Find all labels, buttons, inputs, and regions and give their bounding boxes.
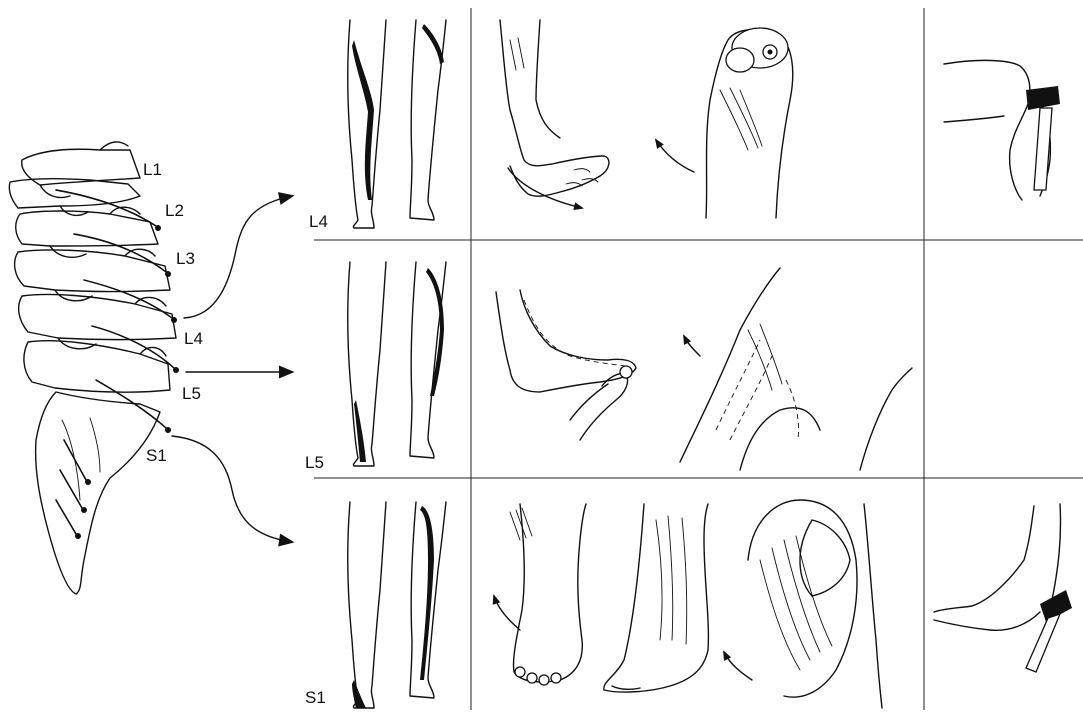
label-l2: L2 xyxy=(165,201,184,220)
dermatome-leg-l5 xyxy=(348,262,446,466)
motor-test-l4 xyxy=(500,20,793,218)
label-l5: L5 xyxy=(182,384,201,403)
label-l4: L4 xyxy=(184,329,203,348)
arrow-s1 xyxy=(172,436,292,542)
row-label-l5: L5 xyxy=(305,453,324,472)
row-label-l4: L4 xyxy=(309,212,328,231)
motor-test-s1 xyxy=(494,500,882,708)
row-label-s1: S1 xyxy=(305,688,326,707)
label-l3: L3 xyxy=(176,249,195,268)
reflex-test-s1-ankle xyxy=(934,504,1072,672)
label-s1: S1 xyxy=(146,446,167,465)
label-l1: L1 xyxy=(143,160,162,179)
dermatome-leg-s1 xyxy=(348,502,446,708)
lumbar-spine-illustration xyxy=(9,142,179,594)
arrow-l4 xyxy=(184,196,292,318)
reflex-test-l4-knee xyxy=(944,60,1060,200)
dermatome-leg-l4 xyxy=(348,20,446,228)
motor-test-l5 xyxy=(496,268,912,470)
